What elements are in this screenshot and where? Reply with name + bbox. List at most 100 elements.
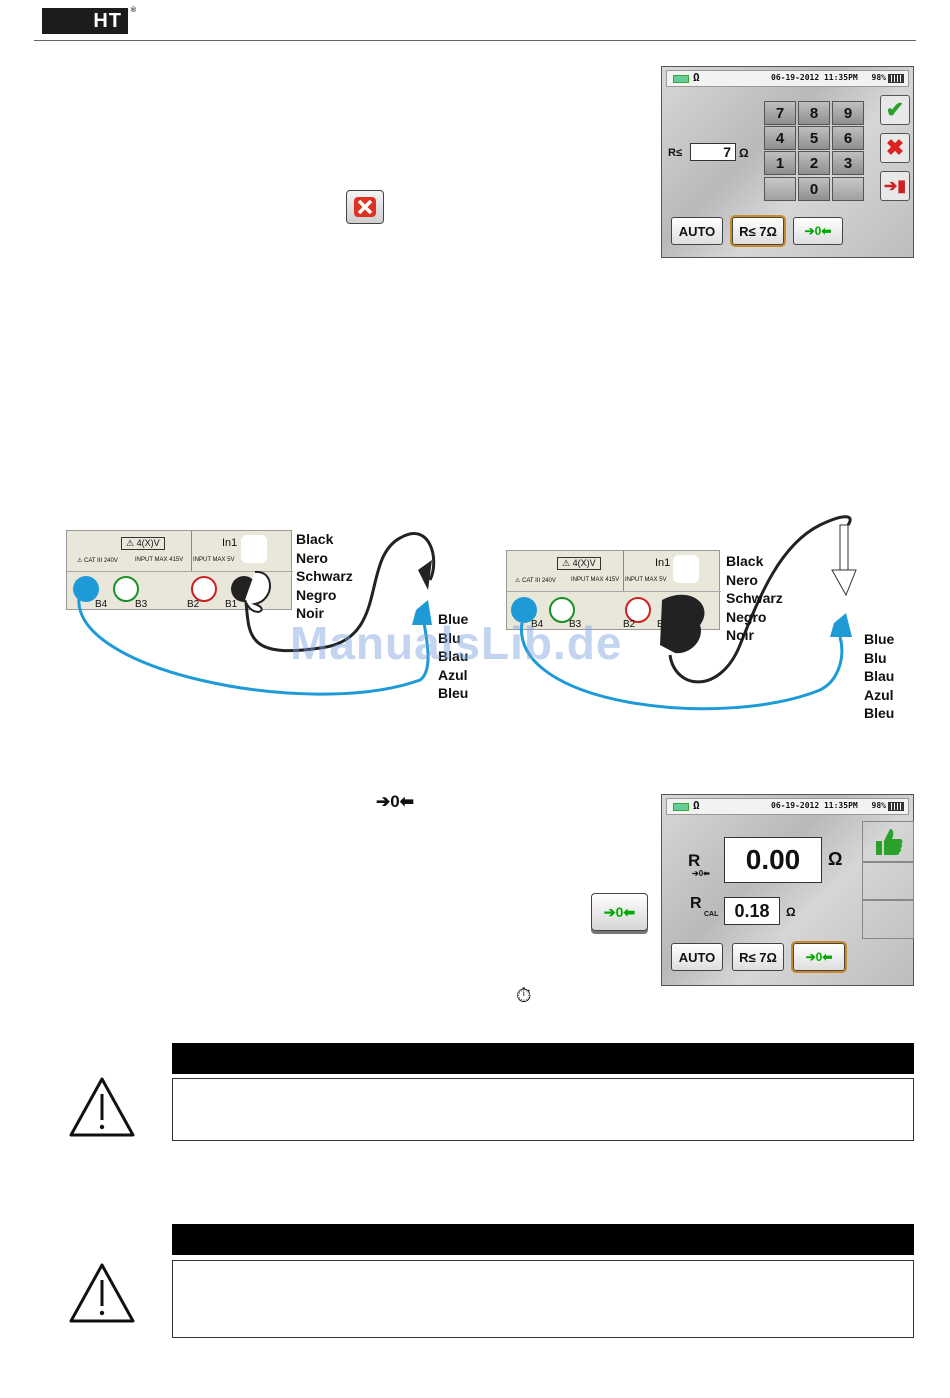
- status-battery-pct: 98%: [871, 73, 886, 82]
- r-limit-label: R≤: [668, 147, 682, 159]
- terminal-b4: [73, 576, 99, 602]
- voltage-warning: ⚠ 4(X)V: [121, 537, 165, 550]
- terminal-b3: [113, 576, 139, 602]
- logo-text: HT: [93, 9, 122, 32]
- input-5-label: INPUT MAX 5V: [193, 557, 235, 563]
- term-label-b3: B3: [135, 599, 148, 610]
- tab-r-limit[interactable]: R≤ 7Ω: [730, 215, 786, 247]
- input-415-label: INPUT MAX 415V: [135, 557, 184, 563]
- exit-door-icon[interactable]: ➔▮: [880, 171, 910, 201]
- screen-result: Ω 06-19-2012 11:35PM 98% R ➔0⬅ 0.00 Ω R …: [661, 794, 914, 986]
- timer-icon: ⏱: [516, 985, 532, 1007]
- lang-label: Schwarz: [296, 568, 353, 584]
- key-5[interactable]: 5: [798, 126, 830, 150]
- lang-label: Negro: [296, 586, 337, 603]
- status-date: 06-19-2012 11:35PM: [771, 73, 858, 82]
- lang-label: Black: [296, 531, 334, 547]
- input-5-label: INPUT MAX 5V: [625, 577, 667, 583]
- key-blank-right[interactable]: [832, 177, 864, 201]
- black-lead-labels-right: Black Nero Schwarz Negro Noir: [726, 552, 783, 645]
- terminal-b3: [549, 597, 575, 623]
- tab-auto[interactable]: AUTO: [671, 217, 723, 245]
- lang-label: Negro: [726, 608, 767, 625]
- battery-icon: [888, 802, 904, 811]
- warning-header-bar-2: [172, 1224, 914, 1255]
- confirm-check-icon[interactable]: ✔: [880, 95, 910, 125]
- key-0[interactable]: 0: [798, 177, 830, 201]
- term-label-b4: B4: [531, 619, 544, 630]
- voltage-warning: ⚠ 4(X)V: [557, 557, 601, 570]
- black-lead-labels-left: Black Nero Schwarz Negro Noir: [296, 530, 353, 623]
- lang-label: Noir: [726, 627, 754, 643]
- watermark: ManualsLib.de: [290, 617, 623, 669]
- terminal-b2: [625, 597, 651, 623]
- status-bar: Ω 06-19-2012 11:35PM 98%: [666, 70, 909, 87]
- lang-label: Azul: [438, 666, 468, 683]
- lang-label: Blau: [438, 648, 469, 664]
- in1-label: In1: [222, 537, 238, 549]
- cat-label: ⚠ CAT III 240V: [77, 558, 118, 564]
- status-omega: Ω: [693, 71, 700, 84]
- lang-label: Noir: [296, 605, 324, 621]
- key-3[interactable]: 3: [832, 151, 864, 175]
- term-label-b1: B1: [225, 599, 238, 610]
- key-blank-left[interactable]: [764, 177, 796, 201]
- key-4[interactable]: 4: [764, 126, 796, 150]
- tab-auto[interactable]: AUTO: [671, 943, 723, 971]
- ok-thumbs-up-icon: [862, 821, 914, 863]
- warning-box-1: [172, 1078, 914, 1141]
- terminal-b2: [191, 576, 217, 602]
- leads-right: [520, 515, 857, 711]
- zero-button-icon: ➔0⬅: [591, 893, 648, 931]
- header-rule: [34, 40, 916, 41]
- term-label-b2: B2: [187, 599, 200, 610]
- rcal-label: R: [690, 895, 702, 912]
- lang-label: Azul: [864, 686, 894, 703]
- warning-triangle-icon: [69, 1263, 135, 1323]
- key-6[interactable]: 6: [832, 126, 864, 150]
- status-bar: Ω 06-19-2012 11:35PM 98%: [666, 798, 909, 815]
- r-label: R: [688, 851, 701, 870]
- signal-icon: [673, 803, 689, 811]
- blue-lead-labels-right: Blue Blu Blau Azul Bleu: [864, 630, 894, 723]
- cancel-x-icon[interactable]: ✖: [880, 133, 910, 163]
- lang-label: Bleu: [864, 705, 895, 721]
- r-limit-value[interactable]: 7: [690, 143, 736, 161]
- lang-label: Nero: [296, 549, 328, 566]
- ht-logo: HT ®: [42, 7, 136, 34]
- key-8[interactable]: 8: [798, 101, 830, 125]
- side-slot-2: [862, 861, 914, 901]
- cat-label: ⚠ CAT III 240V: [515, 578, 556, 584]
- key-1[interactable]: 1: [764, 151, 796, 175]
- terminal-b4: [511, 597, 537, 623]
- zero-arrows-icon: ➔0⬅: [376, 792, 414, 811]
- term-label-b4: B4: [95, 599, 108, 610]
- r-limit-unit: Ω: [739, 146, 749, 160]
- term-label-b2: B2: [623, 619, 636, 630]
- tab-zero[interactable]: ➔0⬅: [791, 941, 847, 973]
- lang-label: Schwarz: [726, 590, 783, 606]
- in1-label: In1: [655, 557, 671, 569]
- signal-icon: [673, 75, 689, 83]
- key-9[interactable]: 9: [832, 101, 864, 125]
- tab-zero[interactable]: ➔0⬅: [793, 217, 843, 245]
- side-slot-3: [862, 899, 914, 939]
- lang-label: Blau: [864, 668, 895, 684]
- rcal-value: 0.18: [724, 897, 780, 925]
- key-2[interactable]: 2: [798, 151, 830, 175]
- zero-button-label: ➔0⬅: [603, 903, 636, 920]
- r-unit: Ω: [828, 849, 843, 869]
- r-sub-zero-icon: ➔0⬅: [692, 869, 710, 878]
- key-7[interactable]: 7: [764, 101, 796, 125]
- status-omega: Ω: [693, 799, 700, 812]
- warning-triangle-icon: [69, 1077, 135, 1137]
- blue-lead-labels-left: Blue Blu Blau Azul Bleu: [438, 610, 468, 703]
- lang-label: Blue: [438, 611, 469, 627]
- screen-keypad: Ω 06-19-2012 11:35PM 98% R≤ 7 Ω 7 8 9 4 …: [661, 66, 914, 258]
- logo-trademark: ®: [130, 7, 137, 14]
- lang-label: Blue: [864, 631, 895, 647]
- input-415-label: INPUT MAX 415V: [571, 577, 620, 583]
- tab-r-limit[interactable]: R≤ 7Ω: [732, 943, 784, 971]
- rcal-sub: CAL: [704, 911, 719, 918]
- warning-header-bar-1: [172, 1043, 914, 1074]
